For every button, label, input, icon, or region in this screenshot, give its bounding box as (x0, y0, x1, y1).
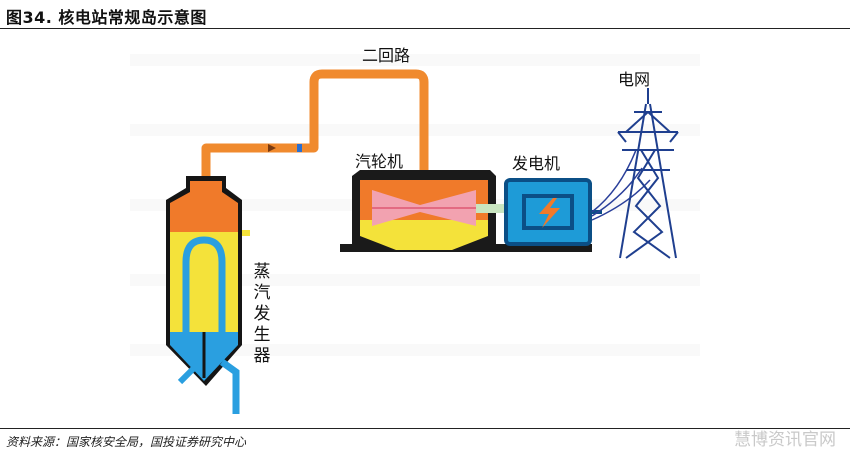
turbine (340, 170, 510, 252)
label-steam-generator: 蒸汽发生器 (253, 262, 271, 366)
label-generator: 发电机 (512, 154, 561, 173)
generator (500, 178, 602, 252)
steam-generator-body (170, 232, 238, 332)
lightning-bolt-icon (539, 198, 560, 228)
turbine-lower (360, 220, 488, 250)
pipe-valve (297, 144, 302, 152)
transmission-tower-icon (617, 88, 679, 259)
feed-nozzle (242, 230, 250, 236)
source-note: 资料来源：国家核安全局，国投证券研究中心 (6, 435, 247, 449)
flow-arrow (268, 144, 276, 152)
figure-title: 图34. 核电站常规岛示意图 (6, 8, 207, 27)
title-rule (0, 28, 850, 29)
inlet-pipe (177, 365, 197, 385)
generator-base (500, 244, 592, 252)
steam-generator (166, 176, 250, 414)
label-secondary-loop: 二回路 (362, 46, 411, 65)
u-tube-inner (192, 247, 216, 332)
footer-rule (0, 428, 850, 429)
steam-pipe (201, 69, 429, 178)
label-turbine: 汽轮机 (355, 152, 404, 171)
outlet-pipe (219, 359, 240, 414)
steam-dome (170, 181, 238, 232)
power-lines (591, 149, 651, 221)
u-tube (182, 236, 226, 332)
label-grid: 电网 (618, 70, 651, 89)
turbine-shaft (476, 204, 510, 213)
watermark: 慧博资讯官网 (734, 430, 836, 450)
